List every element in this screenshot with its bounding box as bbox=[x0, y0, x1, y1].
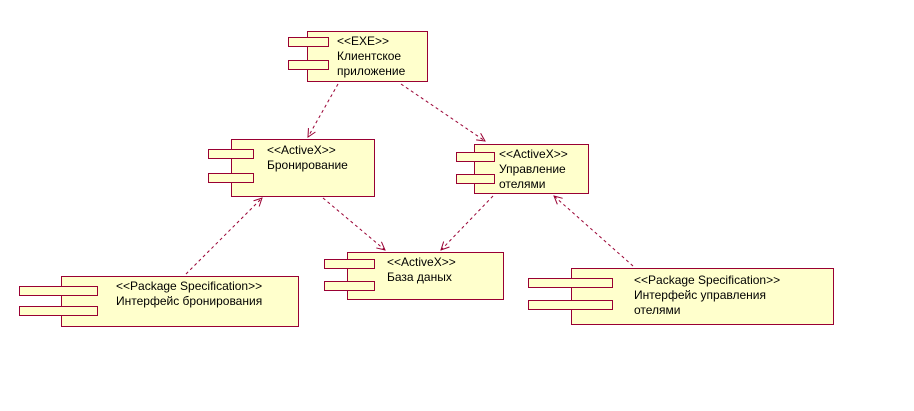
component-tab bbox=[19, 286, 98, 296]
component-tab bbox=[324, 281, 375, 291]
component-body bbox=[61, 276, 299, 327]
component-stereotype: <<ActiveX>> bbox=[499, 147, 568, 161]
component-tab bbox=[528, 300, 613, 310]
dependency-arrow-booking_iface-to-booking bbox=[185, 198, 262, 275]
component-body bbox=[571, 268, 834, 325]
component-name-line: Интерфейс управления bbox=[634, 288, 766, 302]
component-name-line: Бронирование bbox=[267, 158, 348, 172]
dependency-arrow-client_app-to-booking bbox=[308, 83, 339, 137]
component-stereotype: <<ActiveX>> bbox=[267, 143, 336, 157]
component-name-line: Управление bbox=[499, 162, 566, 176]
component-name-line: Клиентское bbox=[337, 49, 401, 63]
component-stereotype: <<EXE>> bbox=[337, 34, 389, 48]
component-body bbox=[231, 139, 375, 197]
component-name-line: отелями bbox=[499, 177, 546, 191]
component-stereotype: <<Package Specification>> bbox=[116, 279, 262, 293]
dependency-arrow-client_app-to-hotel_mgmt bbox=[400, 83, 485, 141]
component-tab bbox=[456, 174, 495, 184]
component-tab bbox=[208, 173, 254, 183]
component-name-line: База даных bbox=[387, 270, 452, 284]
component-database[interactable]: <<ActiveX>>База даных bbox=[324, 252, 504, 300]
component-booking[interactable]: <<ActiveX>>Бронирование bbox=[208, 139, 375, 197]
component-tab bbox=[324, 259, 375, 269]
component-booking-iface[interactable]: <<Package Specification>>Интерфейс брони… bbox=[19, 276, 299, 327]
component-tab bbox=[528, 278, 613, 288]
component-hotel-iface[interactable]: <<Package Specification>>Интерфейс управ… bbox=[528, 268, 834, 325]
component-tab bbox=[208, 149, 254, 159]
component-tab bbox=[19, 306, 98, 316]
dependency-arrows bbox=[185, 83, 634, 275]
component-tab bbox=[288, 60, 329, 70]
component-name-line: Интерфейс бронирования bbox=[116, 294, 262, 308]
component-name-line: отелями bbox=[634, 303, 681, 317]
component-stereotype: <<ActiveX>> bbox=[387, 255, 456, 269]
dependency-arrow-booking-to-database bbox=[322, 197, 385, 250]
component-name-line: приложение bbox=[337, 64, 406, 78]
dependency-arrow-hotel_mgmt-to-database bbox=[441, 195, 494, 250]
component-tab bbox=[288, 37, 329, 47]
components: <<EXE>>Клиентскоеприложение<<ActiveX>>Бр… bbox=[19, 31, 834, 327]
component-tab bbox=[456, 152, 495, 162]
dependency-arrow-hotel_iface-to-hotel_mgmt bbox=[554, 196, 634, 267]
component-stereotype: <<Package Specification>> bbox=[634, 273, 780, 287]
